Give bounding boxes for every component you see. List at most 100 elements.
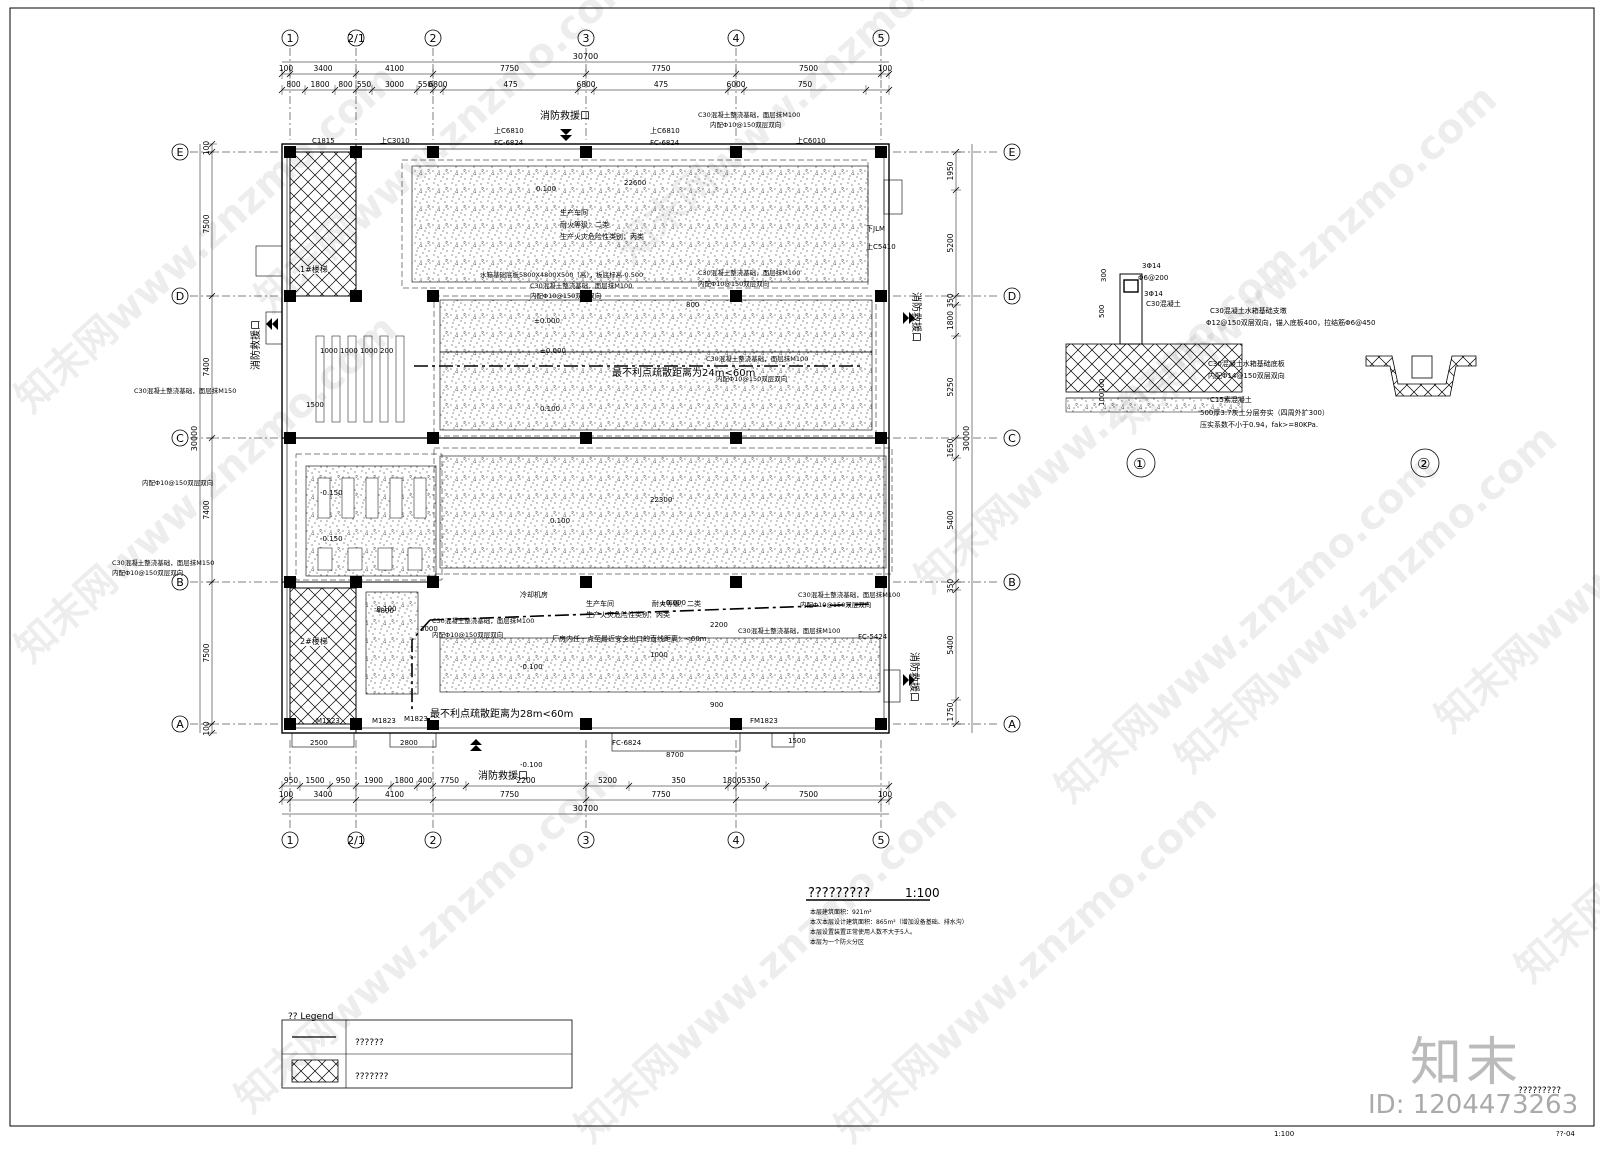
dim-top-2-value: 6800 (428, 80, 447, 89)
structural-column (350, 146, 362, 158)
note-line: 本层设置装置正常使用人数不大于5人。 (810, 929, 916, 936)
grid-bubble (1003, 573, 1021, 591)
door-window-tag: 上C6010 (796, 137, 826, 145)
arrow-glyph (903, 312, 915, 324)
grid-bubble (577, 831, 595, 849)
detail-1-dimension: 300 (1100, 268, 1108, 282)
room-fire-rating-2: 耐火等级：二类 (652, 600, 701, 608)
detail-1-dimension: 500 (1098, 304, 1106, 318)
dim-bottom-1-value: 5350 (741, 776, 760, 785)
evacuation-distance-3: 厂房内任一点至最近安全出口的直线距离：<60m (552, 635, 707, 643)
arrow-glyph (470, 739, 482, 751)
dim-top-1-value: 7750 (500, 64, 519, 73)
interior-dimension: 900 (710, 701, 724, 709)
dim-bottom-1-value: 350 (671, 776, 686, 785)
foundation-note: 水箱基础底板5800X4800X500（高），板底标高-0.500 (480, 271, 644, 279)
project-name: ????????? (1518, 1086, 1561, 1096)
structural-column (875, 146, 887, 158)
elevation-mark: -0.100 (374, 605, 397, 613)
detail-1-note: Φ12@150双层双向，锚入底板400，拉结筋Φ6@450 (1206, 319, 1376, 327)
interior-dimension: 800 (686, 301, 700, 309)
legend-stair-sample (291, 1059, 339, 1083)
foundation-note: C30混凝土整浇基础，面层抹M100 (698, 269, 801, 277)
grid-col-label: 4 (733, 32, 740, 45)
dim-right-value: 5200 (946, 233, 955, 252)
foundation-note: 内配Φ10@150双层双向 (530, 292, 602, 300)
arrow-glyph (266, 318, 278, 330)
grid-bubble (577, 29, 595, 47)
detail-1-note: 压实系数不小于0.94，fak>=80KPa. (1200, 421, 1319, 429)
grid-col-label: 5 (878, 32, 885, 45)
grid-col-label: 2/1 (347, 32, 365, 45)
grid-col-label: 4 (733, 834, 740, 847)
dim-right-value: 5400 (946, 510, 955, 529)
dim-right-value: 1950 (946, 161, 955, 180)
structural-column (580, 576, 592, 588)
dim-bottom-2-value: 7500 (799, 790, 818, 799)
equipment-base (377, 547, 393, 571)
grid-bubble (872, 29, 890, 47)
equipment-rack (331, 335, 341, 423)
foundation-note: C30混凝土整浇基础，面层抹M100 (698, 111, 801, 119)
interior-dimension: 200 (380, 347, 394, 355)
brand-logo: 知末 (1410, 1033, 1523, 1093)
foundation-note: C30混凝土整浇基础，面层抹M100 (798, 591, 901, 599)
grid-bubble (171, 715, 189, 733)
grid-bubble (171, 429, 189, 447)
equipment-foundation (439, 637, 881, 693)
fire-rescue-arrow (903, 312, 915, 324)
grid-bubble (1003, 715, 1021, 733)
interior-dimension: 1000 (360, 347, 378, 355)
grid-bubble (727, 831, 745, 849)
dim-top-1-value: 100 (279, 64, 294, 73)
structural-column (580, 432, 592, 444)
grid-row-label: E (177, 146, 184, 159)
foundation-note: 内配Φ10@150双层双向 (142, 479, 214, 487)
room-fire-rating: 耐火等级：二类 (560, 221, 609, 229)
grid-col-label: 3 (583, 32, 590, 45)
dim-bottom-1-value: 400 (418, 776, 433, 785)
dim-top-2-value: 475 (503, 80, 518, 89)
structural-column (730, 432, 742, 444)
door-window-tag: 上C3010 (380, 137, 410, 145)
dim-top-2-value: 475 (654, 80, 669, 89)
detail-2-channel (1411, 355, 1433, 379)
dim-bottom-1-value: 950 (284, 776, 299, 785)
structural-column (284, 146, 296, 158)
interior-dimension: 2200 (710, 621, 728, 629)
grid-row-label: A (1008, 718, 1016, 731)
structural-column (875, 290, 887, 302)
elevation-mark: 0.100 (540, 405, 561, 413)
evacuation-distance-2: 最不利点疏散距离为28m<60m (430, 709, 574, 720)
interior-dimension: 22300 (650, 496, 673, 504)
structural-column (350, 718, 362, 730)
elevation-mark: -0.150 (320, 489, 343, 497)
door-window-tag: FM1823 (750, 717, 778, 725)
detail-1-note: 500厚3:7灰土分层夯实（四周外扩300） (1200, 409, 1329, 417)
door-window-opening (265, 311, 283, 345)
door-window-opening (771, 732, 795, 748)
door-window-tag: 1500 (788, 737, 806, 745)
door-window-tag: FC-6824 (650, 139, 680, 147)
dim-top-2-value: 750 (798, 80, 813, 89)
grid-bubble (424, 831, 442, 849)
detail-2-trench (1365, 355, 1477, 397)
dim-top-2-value: 3000 (385, 80, 404, 89)
dim-bottom-2-value: 100 (279, 790, 294, 799)
elevation-mark: -0.100 (520, 663, 543, 671)
note-line: 本次本层设计建筑面积：865m²（增加设备基础、排水沟） (810, 919, 968, 926)
dim-bottom-2-value: 7750 (500, 790, 519, 799)
grid-col-label: 2/1 (347, 834, 365, 847)
evacuation-distance-1: 最不利点疏散距离为24m<60m (612, 368, 756, 379)
fire-rescue-label-right: 消防救援口 (910, 292, 921, 342)
note-line: 本层为一个防火分区 (810, 939, 865, 946)
dim-top-2-value: 1800 (310, 80, 329, 89)
foundation-note: 内配Φ10@150双层双向 (432, 631, 504, 639)
room-hazard-class: 生产火灾危险性类别：丙类 (560, 233, 644, 241)
legend-row-2-label: ??????? (355, 1072, 389, 1082)
structural-column (427, 576, 439, 588)
dim-bottom-2-value: 4100 (385, 790, 404, 799)
grid-row-label: C (1008, 432, 1016, 445)
door-window-tag: 下JLM (866, 225, 886, 233)
foundation-note: 内配Φ10@150双层双向 (716, 375, 788, 383)
